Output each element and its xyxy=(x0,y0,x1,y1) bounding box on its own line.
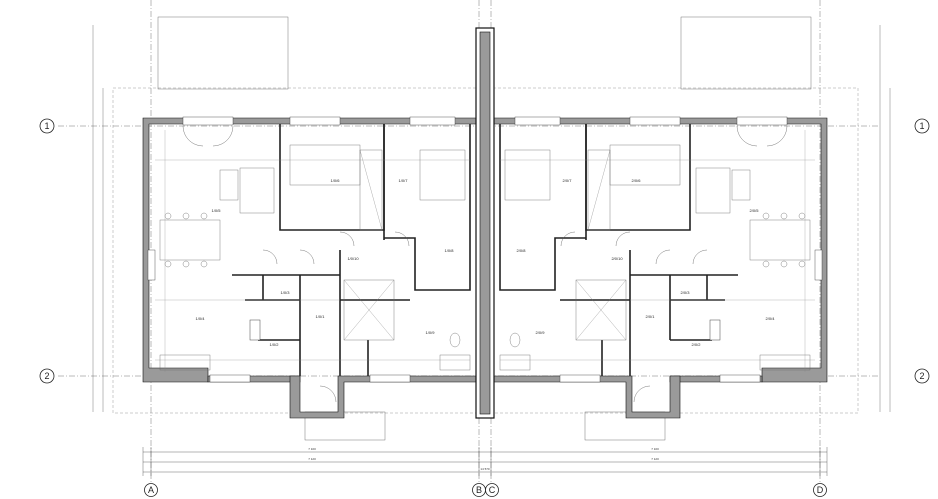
room-label-2-0-8: 2/0/8 xyxy=(517,248,527,253)
terrace-right xyxy=(680,16,812,90)
outer-wall-right-top xyxy=(490,117,828,383)
axis-bubble-col-b: B xyxy=(472,483,486,497)
stairs-right xyxy=(575,279,627,341)
axis-bubble-row-1-left: 1 xyxy=(39,118,55,134)
furniture-right xyxy=(499,144,811,371)
room-label-1-0-8: 1/0/8 xyxy=(445,248,455,253)
bottom-dimension-chain xyxy=(142,447,828,476)
room-label-2-0-7: 2/0/7 xyxy=(563,178,573,183)
room-label-2-0-5: 2/0/5 xyxy=(750,208,760,213)
axis-label-col-a: A xyxy=(148,485,154,495)
dim-right-total: 7 120 xyxy=(651,457,659,461)
axis-bubble-row-2-right: 2 xyxy=(914,368,930,384)
windows-left-top xyxy=(182,116,456,126)
room-label-1-0-9: 1/0/9 xyxy=(426,330,436,335)
axis-bubble-row-2-left: 2 xyxy=(39,368,55,384)
room-label-2-0-9: 2/0/9 xyxy=(536,330,546,335)
room-label-1-0-7: 1/0/7 xyxy=(399,178,409,183)
axis-label-row-1-right: 1 xyxy=(919,121,924,131)
axis-label-col-d: D xyxy=(817,485,824,495)
room-label-1-0-4: 1/0/4 xyxy=(196,316,206,321)
outer-wall-left-top xyxy=(142,117,480,383)
dim-left-total: 7 120 xyxy=(308,457,316,461)
axis-bubble-col-d: D xyxy=(813,483,827,497)
outer-wall-left-entrance xyxy=(289,375,480,419)
windows-bottom xyxy=(147,249,823,383)
porch-right xyxy=(584,411,666,441)
dim-half-right: 7 100 xyxy=(651,447,659,451)
outer-wall-right-entrance xyxy=(490,375,681,419)
axis-label-row-1-left: 1 xyxy=(44,121,49,131)
room-label-2-0-6: 2/0/6 xyxy=(632,178,642,183)
axis-label-row-2-right: 2 xyxy=(919,371,924,381)
dim-half-left: 7 100 xyxy=(308,447,316,451)
axis-label-col-c: C xyxy=(489,485,496,495)
room-label-2-0-1: 2/0/1 xyxy=(646,314,656,319)
interior-walls-left xyxy=(232,124,471,376)
axis-label-row-2-left: 2 xyxy=(44,371,49,381)
stairs-upper xyxy=(359,149,611,231)
room-label-1-0-3: 1/0/3 xyxy=(281,290,291,295)
porch-left xyxy=(304,411,386,441)
party-wall-core xyxy=(479,31,491,415)
internal-dimension-lines xyxy=(155,130,815,372)
axis-bubble-row-1-right: 1 xyxy=(914,118,930,134)
dim-total: 14 570 xyxy=(480,467,490,471)
terrace-left xyxy=(157,16,289,90)
axis-label-col-b: B xyxy=(476,485,482,495)
room-label-1-0-5: 1/0/5 xyxy=(212,208,222,213)
room-label-1-0-2: 1/0/2 xyxy=(270,342,280,347)
room-label-2-0-4: 2/0/4 xyxy=(766,316,776,321)
windows-right-top xyxy=(514,116,788,126)
stairs-left xyxy=(343,279,395,341)
room-label-1-0-10: 1/0/10 xyxy=(347,256,359,261)
room-label-2-0-10: 2/0/10 xyxy=(611,256,623,261)
furniture-left xyxy=(159,144,471,371)
room-label-2-0-3: 2/0/3 xyxy=(681,290,691,295)
room-label-2-0-2: 2/0/2 xyxy=(692,342,702,347)
axis-bubble-col-c: C xyxy=(485,483,499,497)
room-label-1-0-6: 1/0/6 xyxy=(331,178,341,183)
interior-walls-right xyxy=(499,124,738,376)
axis-bubble-col-a: A xyxy=(144,483,158,497)
door-swings xyxy=(182,125,788,403)
room-label-1-0-1: 1/0/1 xyxy=(316,314,326,319)
